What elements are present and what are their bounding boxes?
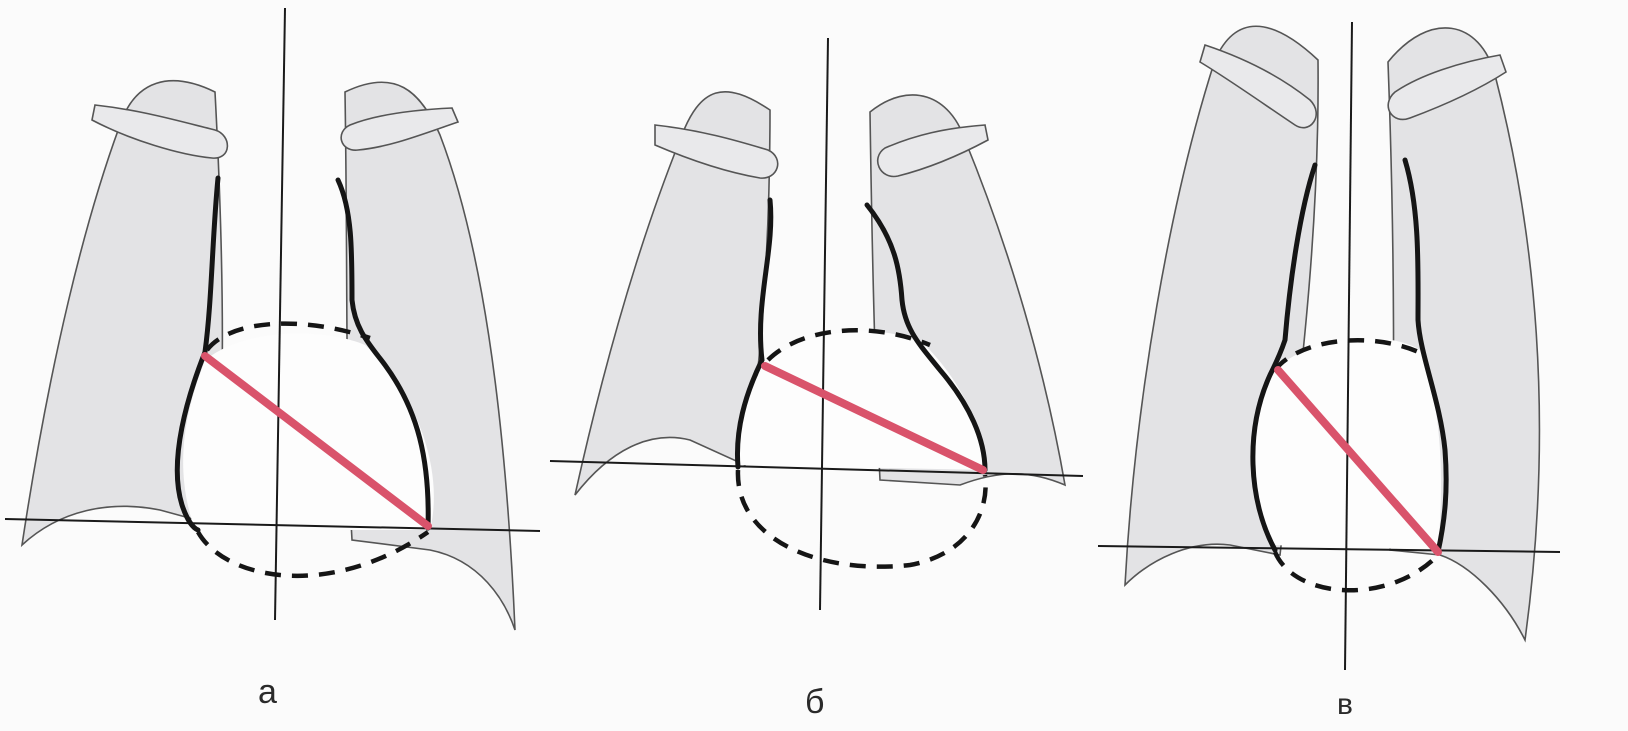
panel-b — [550, 38, 1083, 610]
panel-a-label: а — [258, 675, 277, 709]
heart-dashed-bottom-c — [1275, 552, 1438, 590]
panel-c-label: в — [1337, 690, 1353, 720]
vertical-axis-b — [820, 38, 828, 610]
panel-a — [5, 8, 540, 630]
panel-b-label: б — [805, 685, 824, 719]
panel-c — [1098, 22, 1560, 670]
